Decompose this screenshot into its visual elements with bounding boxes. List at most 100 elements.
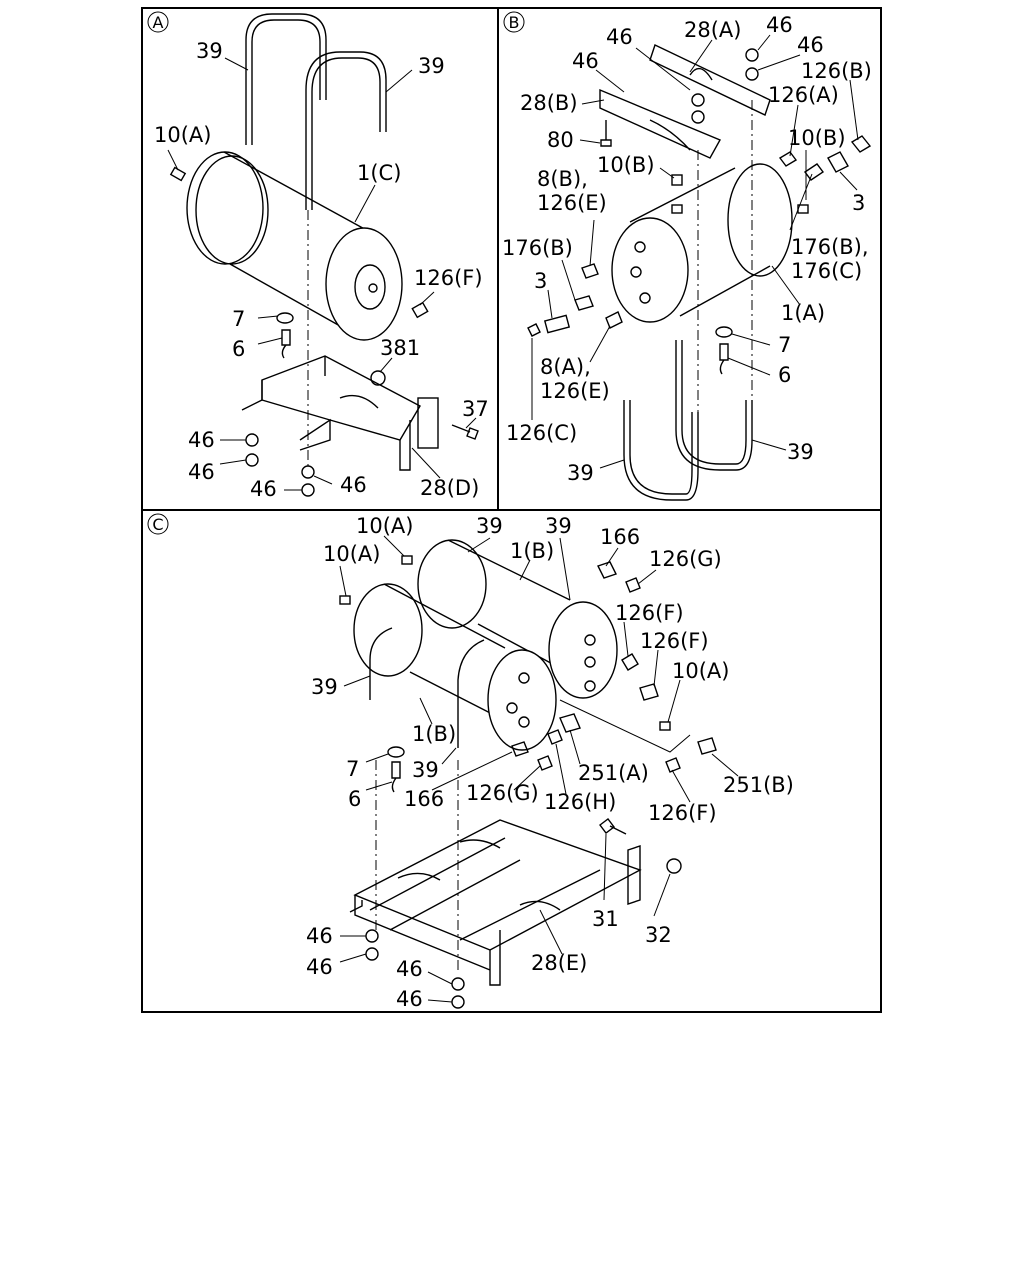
callout-label: 6 <box>778 363 791 387</box>
tank-end-back-rim <box>195 155 269 265</box>
callout-label: 39 <box>545 514 572 538</box>
nut <box>245 433 259 447</box>
tank-end-front <box>611 217 689 323</box>
fitting <box>665 757 681 773</box>
callout-label: 46 <box>306 924 333 948</box>
callout-label: 46 <box>250 477 277 501</box>
nut <box>451 977 465 991</box>
callout-label: 1(C) <box>357 161 401 185</box>
drain-plug <box>671 174 683 186</box>
callout-label: 176(B) <box>502 236 573 260</box>
fitting <box>639 683 659 701</box>
callout-label: 46 <box>396 957 423 981</box>
u-bolt <box>623 400 699 501</box>
drain-plug <box>401 555 413 565</box>
callout-label: 251(A) <box>578 761 649 785</box>
fitting <box>537 755 553 771</box>
fitting <box>527 323 541 337</box>
panel-c-drawing <box>339 535 739 1009</box>
tank-end-back <box>353 583 423 677</box>
nut <box>745 67 759 81</box>
fitting <box>625 577 641 593</box>
callout-label: 46 <box>188 460 215 484</box>
callout-label: 46 <box>340 473 367 497</box>
callout-label: 39 <box>196 39 223 63</box>
callout-label: 39 <box>311 675 338 699</box>
connector <box>543 314 571 334</box>
nut <box>365 929 379 943</box>
nut <box>691 93 705 107</box>
callout-label: 39 <box>787 440 814 464</box>
nut <box>370 370 386 386</box>
fitting <box>778 151 798 167</box>
callout-label: 32 <box>645 923 672 947</box>
callout-label: 46 <box>396 987 423 1011</box>
callout-label: 39 <box>567 461 594 485</box>
callout-label: 126(C) <box>506 421 577 445</box>
callout-label: 46 <box>766 13 793 37</box>
callout-label: 1(A) <box>781 301 825 325</box>
nut <box>245 453 259 467</box>
panel-a-marker: A <box>147 11 169 33</box>
u-bolt <box>305 51 387 210</box>
callout-label: 126(F) <box>648 801 717 825</box>
bolt <box>599 818 627 835</box>
fitting <box>559 713 581 733</box>
callout-label: 10(A) <box>356 514 413 538</box>
panel-c-labels: 10(A) 39 39 10(A) 1(B) 166 126(G) 126(F)… <box>306 514 794 1011</box>
tank-end-front <box>325 227 403 341</box>
callout-label: 126(F) <box>414 266 483 290</box>
callout-label: 6 <box>348 787 361 811</box>
callout-label: 46 <box>572 49 599 73</box>
u-bolt <box>245 13 327 145</box>
callout-label: 46 <box>188 428 215 452</box>
callout-label: 31 <box>592 907 619 931</box>
callout-label: 251(B) <box>723 773 794 797</box>
nut <box>745 48 759 62</box>
callout-label: 80 <box>547 128 574 152</box>
nut <box>301 465 315 479</box>
callout-label: 10(B) <box>788 126 846 150</box>
drain-valve <box>719 343 729 375</box>
callout-label: 39 <box>476 514 503 538</box>
callout-label: 46 <box>606 25 633 49</box>
u-bolt <box>681 340 747 465</box>
callout-label: 166 <box>600 525 640 549</box>
washer <box>387 746 405 758</box>
tank-end-back <box>417 539 487 629</box>
callout-label: 39 <box>418 54 445 78</box>
panel-a-labels: 39 39 10(A) 1(C) 126(F) 7 6 381 37 46 46… <box>154 39 489 501</box>
tank-end-front <box>487 649 557 751</box>
nut <box>691 110 705 124</box>
fitting <box>697 737 717 755</box>
bolt <box>451 424 479 440</box>
callout-label: 126(E) <box>540 379 610 403</box>
fitting <box>597 561 617 579</box>
callout-label: 46 <box>306 955 333 979</box>
drain-valve <box>391 761 401 793</box>
callout-label: 7 <box>778 333 791 357</box>
nut <box>666 858 682 874</box>
callout-label: 381 <box>380 336 420 360</box>
drain-plug <box>659 721 671 731</box>
callout-label: 1(B) <box>510 539 554 563</box>
callout-label: 8(B), <box>537 167 588 191</box>
nut <box>365 947 379 961</box>
callout-label: 6 <box>232 337 245 361</box>
u-bolt <box>311 57 381 210</box>
nut <box>301 483 315 497</box>
callout-label: 37 <box>462 397 489 421</box>
callout-label: 7 <box>346 757 359 781</box>
callout-label: 176(B), <box>791 235 869 259</box>
callout-label: 10(A) <box>323 542 380 566</box>
callout-label: 1(B) <box>412 722 456 746</box>
callout-label: 46 <box>797 33 824 57</box>
fitting <box>803 163 825 181</box>
panel-c-id: C <box>152 515 163 534</box>
u-bolt <box>629 400 693 495</box>
panel-b-labels: 46 28(A) 46 46 46 126(B) 28(B) 126(A) 80… <box>502 13 872 485</box>
callout-label: 3 <box>534 269 547 293</box>
callout-label: 126(B) <box>801 59 872 83</box>
callout-label: 39 <box>412 758 439 782</box>
